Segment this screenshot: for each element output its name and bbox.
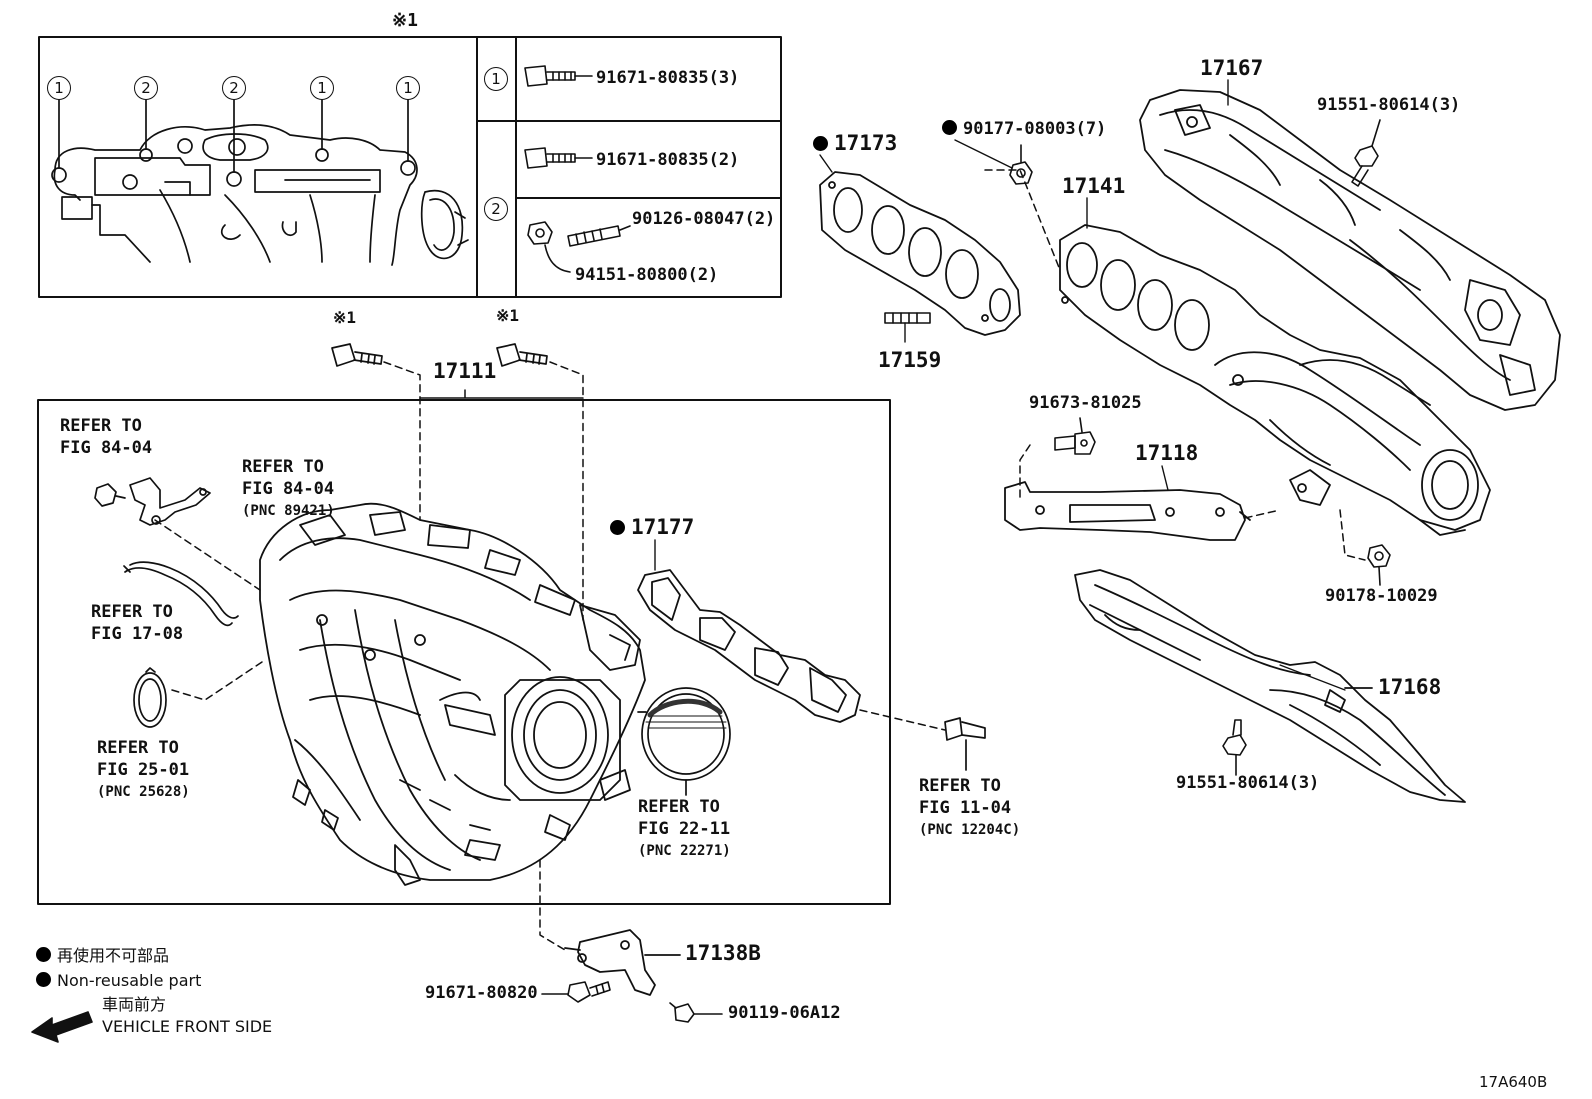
- detail-bolt-2: [524, 147, 593, 169]
- detail-bolt-1: [524, 65, 593, 87]
- heat-insulator-lower: [1074, 569, 1466, 803]
- non-reusable-dot-icon: [610, 520, 625, 535]
- callout-2-table: 2: [484, 197, 508, 221]
- callout-1-c: 1: [396, 76, 420, 100]
- bolt-91673: [1054, 417, 1096, 455]
- exhaust-manifold: [1059, 224, 1491, 536]
- callout-2-b: 2: [222, 76, 246, 100]
- upper-bolt-left: [331, 343, 383, 367]
- part-90126-08047-2: 90126-08047(2): [632, 209, 776, 229]
- part-17111: 17111: [433, 359, 497, 383]
- detail-box-frame: [38, 36, 782, 298]
- intake-box-frame: [37, 399, 891, 905]
- throttle-gasket: [637, 687, 731, 796]
- manifold-stay: [1004, 481, 1251, 541]
- callout-1-a: 1: [47, 76, 71, 100]
- intake-gasket: [637, 569, 861, 723]
- part-17118: 17118: [1135, 441, 1199, 465]
- o-ring-gasket: [133, 667, 167, 728]
- note-mark-top: ※1: [392, 10, 418, 31]
- detail-flange-sketch: [51, 99, 469, 266]
- callout-1-b: 1: [310, 76, 334, 100]
- heat-insulator-upper: [1139, 89, 1561, 411]
- part-17168: 17168: [1378, 675, 1442, 699]
- vehicle-front-arrow-icon: [31, 1011, 93, 1043]
- upper-bolt-right: [496, 343, 548, 367]
- bolt-90119: [669, 1002, 723, 1023]
- part-94151-80800-2: 94151-80800(2): [575, 265, 719, 285]
- part-91671-80835-3: 91671-80835(3): [596, 68, 740, 88]
- non-reusable-dot-icon: [36, 972, 51, 987]
- note-mark-bolt-right: ※1: [496, 306, 520, 325]
- nut-90177: [1009, 144, 1033, 185]
- bolt-91551-top: [1351, 119, 1381, 187]
- exhaust-gasket: [819, 171, 1021, 336]
- part-17141: 17141: [1062, 174, 1126, 198]
- stud-17159: [884, 312, 931, 324]
- non-reusable-dot-icon: [813, 136, 828, 151]
- legend-non-reusable-en: Non-reusable part: [36, 972, 201, 989]
- dashed-leaders: [154, 169, 1366, 951]
- stay-17138B: [564, 929, 681, 996]
- detail-stud-and-nut: [527, 221, 631, 273]
- callout-1-table: 1: [484, 67, 508, 91]
- part-91673-81025: 91673-81025: [1029, 393, 1142, 413]
- hose: [123, 561, 239, 627]
- part-91671-80835-2: 91671-80835(2): [596, 150, 740, 170]
- bolt-91551-bottom: [1222, 719, 1247, 776]
- part-91551-80614-bottom: 91551-80614(3): [1176, 773, 1320, 793]
- bracket-17111: [419, 389, 584, 399]
- intake-manifold: [259, 502, 646, 886]
- solid-leaders: [654, 79, 1229, 571]
- part-91551-80614-top: 91551-80614(3): [1317, 95, 1461, 115]
- bolt-91671-80820: [541, 981, 611, 1003]
- legend-non-reusable-jp: 再使用不可部品: [36, 947, 169, 964]
- non-reusable-dot-icon: [942, 120, 957, 135]
- part-90119-06A12: 90119-06A12: [728, 1003, 841, 1023]
- part-17177: 17177: [610, 517, 694, 538]
- part-90178-10029: 90178-10029: [1325, 586, 1438, 606]
- sensor-bracket: [94, 477, 211, 526]
- non-reusable-dot-icon: [36, 947, 51, 962]
- part-17159: 17159: [878, 348, 942, 372]
- callout-2-a: 2: [134, 76, 158, 100]
- part-17167: 17167: [1200, 56, 1264, 80]
- nut-90178: [1367, 544, 1391, 586]
- legend-front-jp: 車両前方: [102, 995, 167, 1014]
- legend-front-en: VEHICLE FRONT SIDE: [102, 1017, 273, 1036]
- figure-id: 17A640B: [1479, 1073, 1548, 1091]
- part-17138B: 17138B: [685, 941, 761, 965]
- note-mark-bolt-left: ※1: [333, 308, 357, 327]
- vacuum-sensor: [944, 717, 986, 771]
- part-91671-80820: 91671-80820: [425, 983, 538, 1003]
- part-17173: 17173: [813, 133, 897, 154]
- part-90177-08003: 90177-08003(7): [942, 120, 1106, 138]
